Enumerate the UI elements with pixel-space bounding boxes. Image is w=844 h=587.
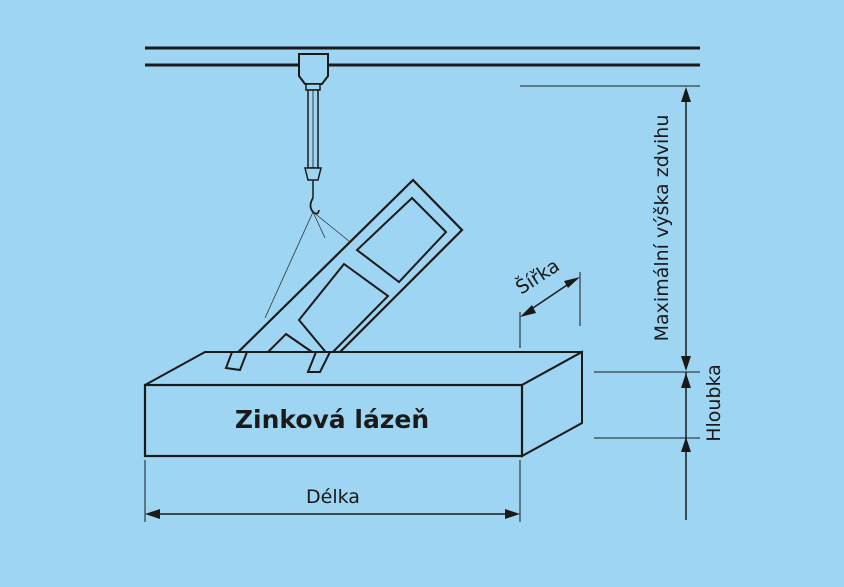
- lift-arrow-top: [681, 87, 691, 102]
- length-dimension: [144, 460, 521, 522]
- hoist-trolley: [298, 53, 329, 91]
- width-arrow-right: [564, 277, 580, 288]
- lifted-frame: [219, 178, 464, 374]
- depth-label: Hloubka: [703, 364, 725, 442]
- length-arrow-right: [505, 509, 520, 519]
- lift-height-dimension: [520, 85, 700, 373]
- bath-label: Zinková lázeň: [235, 405, 429, 434]
- length-label: Délka: [306, 486, 360, 508]
- crane-rail: [145, 46, 700, 67]
- depth-arrow-top: [681, 373, 691, 388]
- depth-dimension: [594, 372, 700, 520]
- lift-height-label: Maximální výška zdvihu: [651, 115, 673, 342]
- hoist-cable: [304, 89, 322, 181]
- depth-arrow-bottom: [681, 437, 691, 452]
- width-dimension: [519, 272, 581, 348]
- width-arrow-left: [520, 305, 536, 317]
- zinc-bath: [143, 350, 583, 458]
- length-arrow-left: [145, 509, 160, 519]
- lift-arrow-bottom: [681, 356, 691, 371]
- crane-hook: [309, 180, 320, 215]
